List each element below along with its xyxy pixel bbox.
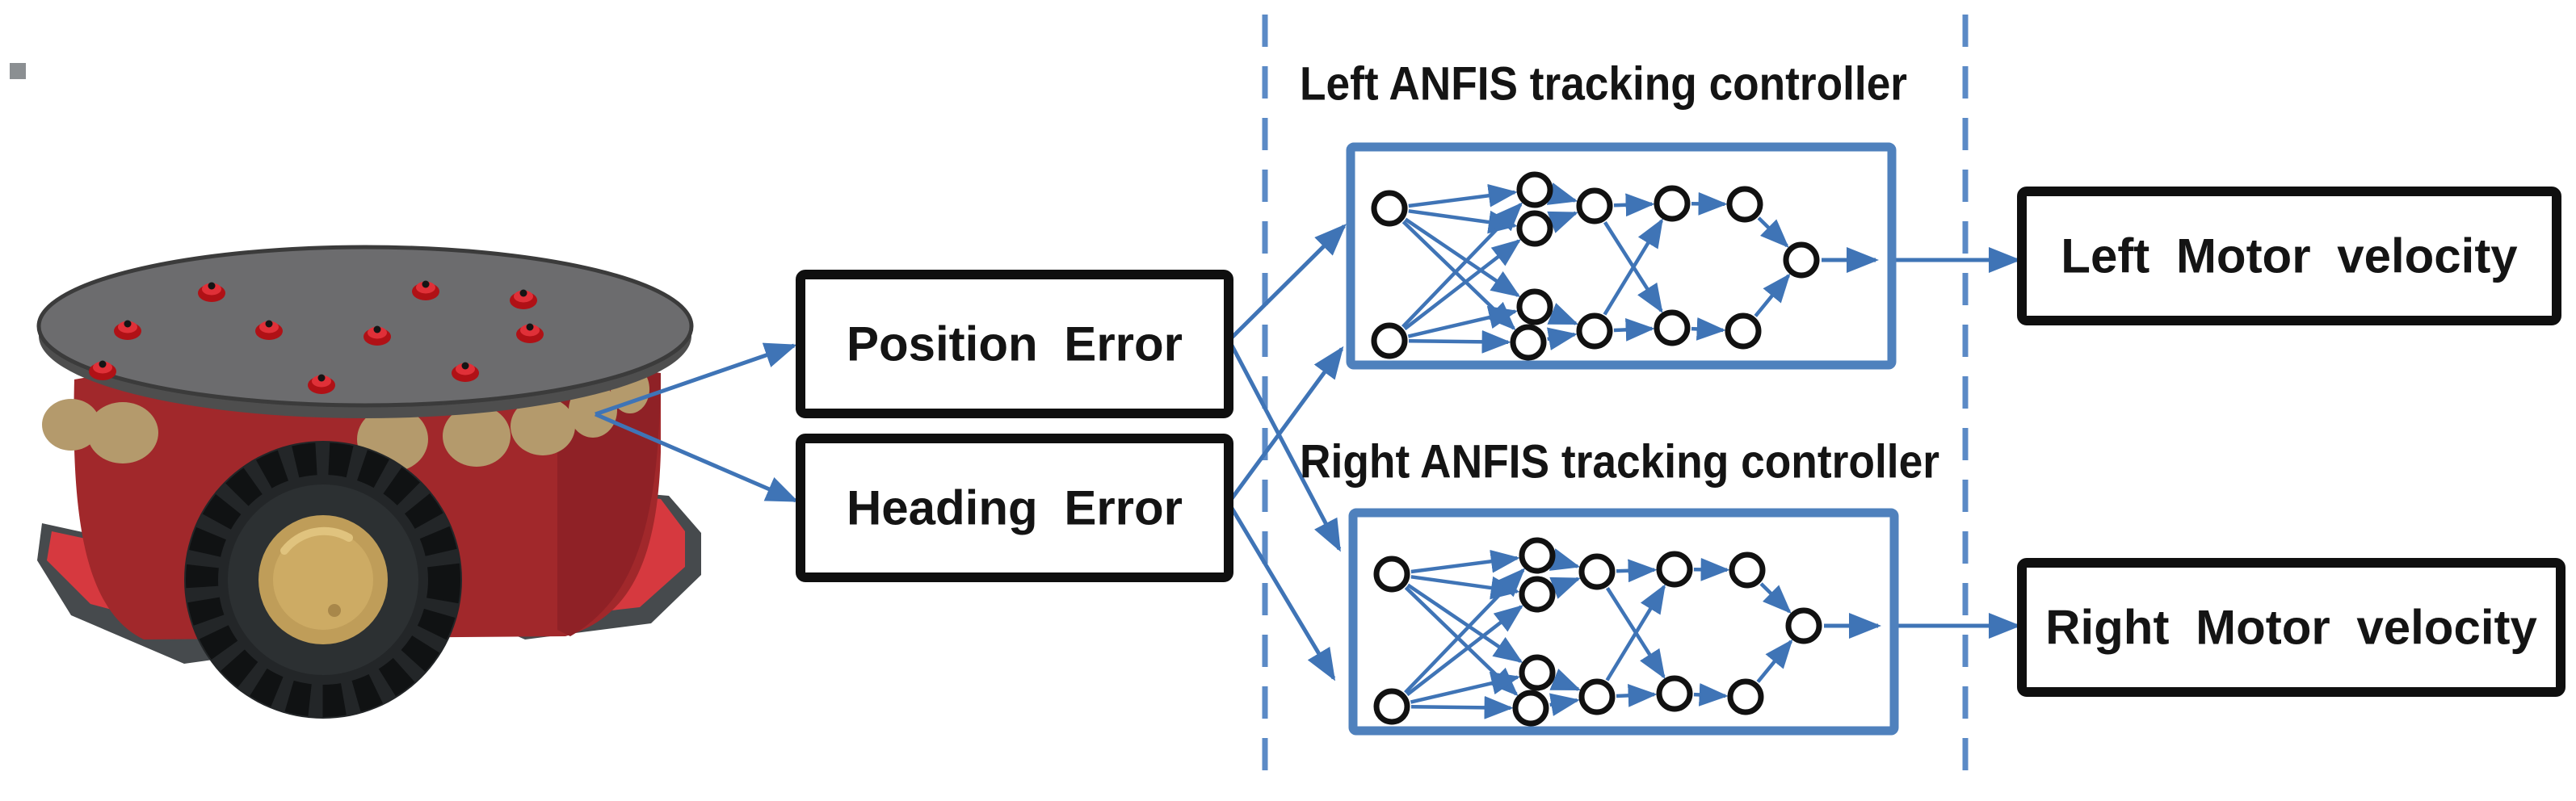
flow-arrow-heading-error-to-right-net <box>1228 504 1336 681</box>
flow-arrow-heading-error-to-left-net <box>1228 346 1344 502</box>
anfis-node-in1 <box>1373 556 1410 593</box>
anfis-edge <box>1406 583 1523 663</box>
anfis-networks <box>1346 142 1899 736</box>
anfis-node-l3b <box>1576 312 1613 350</box>
anfis-edge <box>1605 584 1666 681</box>
anfis-edge <box>1406 605 1524 697</box>
right-anfis-title: Right ANFIS tracking controller <box>1300 436 1939 489</box>
heading-error: Heading Error <box>796 434 1233 582</box>
robot-top-plate <box>36 245 694 408</box>
anfis-node-l2c <box>1516 288 1553 325</box>
anfis-edge <box>1407 306 1519 338</box>
robot-wheel <box>184 441 462 719</box>
anfis-edge <box>1616 684 1658 707</box>
anfis-edge <box>1549 669 1582 691</box>
anfis-edge <box>1401 202 1523 329</box>
anfis-edge <box>1410 672 1521 704</box>
anfis-node-in1 <box>1371 190 1408 227</box>
anfis-node-l3a <box>1578 553 1616 590</box>
anfis-node-in2 <box>1371 322 1408 359</box>
anfis-edge <box>1408 183 1518 208</box>
anfis-node-l5b <box>1725 312 1762 350</box>
anfis-edge <box>1757 216 1789 248</box>
anfis-edge <box>1613 193 1655 217</box>
anfis-node-l5a <box>1729 551 1766 589</box>
anfis-edge <box>1756 639 1793 683</box>
right-motor-velocity-label: Right Motor velocity <box>2045 601 2537 655</box>
anfis-node-l5b <box>1727 678 1764 715</box>
flow-arrow-robot-to-position-error <box>595 342 797 417</box>
anfis-edge <box>1404 217 1521 297</box>
anfis-node-l3b <box>1578 678 1616 715</box>
anfis-edge <box>1403 239 1522 331</box>
anfis-edge <box>1549 548 1581 571</box>
signal-flow-arrows <box>595 224 2021 681</box>
left-motor-velocity-label: Left Motor velocity <box>2061 229 2518 283</box>
position-error-border <box>796 270 1233 418</box>
anfis-edge <box>1616 559 1658 583</box>
anfis-node-l4b <box>1654 309 1691 346</box>
left-anfis-title: Left ANFIS tracking controller <box>1300 58 1907 111</box>
anfis-edge <box>1693 683 1729 707</box>
right-anfis-network <box>1348 508 1899 736</box>
anfis-edge <box>1546 182 1578 205</box>
position-error-label: Position Error <box>847 317 1183 371</box>
anfis-edge <box>1603 218 1663 316</box>
flow-arrow-position-error-to-left-net <box>1229 224 1347 341</box>
anfis-node-in2 <box>1373 688 1410 725</box>
anfis-node-l2b <box>1519 576 1556 613</box>
stage-boundaries <box>1262 15 1969 790</box>
anfis-edge <box>1691 317 1726 341</box>
anfis-node-l2d <box>1512 690 1549 727</box>
left-anfis-network <box>1346 142 1897 370</box>
anfis-edge <box>1549 577 1581 599</box>
anfis-edge <box>1410 549 1520 574</box>
anfis-node-l3a <box>1576 187 1613 224</box>
render-artifact-speck <box>10 63 26 79</box>
left-motor-velocity: Left Motor velocity <box>2017 187 2561 325</box>
heading-error-border <box>796 434 1233 582</box>
flow-arrow-position-error-to-right-net <box>1228 341 1342 552</box>
anfis-node-out <box>1785 607 1822 644</box>
anfis-edge <box>1408 329 1511 354</box>
robot-image <box>10 63 701 719</box>
anfis-node-out <box>1783 241 1820 279</box>
anfis-node-l2c <box>1519 654 1556 691</box>
anfis-node-l4b <box>1656 675 1693 712</box>
anfis-node-l2b <box>1516 210 1553 247</box>
anfis-edge <box>1547 211 1578 233</box>
anfis-node-l2a <box>1516 171 1553 208</box>
anfis-node-l4a <box>1656 551 1693 588</box>
anfis-edge <box>1549 693 1580 716</box>
anfis-node-l4a <box>1654 185 1691 222</box>
anfis-edge <box>1613 318 1655 342</box>
right-motor-velocity-border <box>2017 558 2565 697</box>
anfis-edge <box>1546 327 1578 350</box>
position-error: Position Error <box>796 270 1233 418</box>
left-motor-velocity-border <box>2017 187 2561 325</box>
anfis-edge <box>1754 273 1791 317</box>
anfis-edge <box>1404 568 1526 694</box>
anfis-node-l2d <box>1510 324 1547 361</box>
heading-error-label: Heading Error <box>847 481 1183 535</box>
anfis-edge <box>1759 582 1792 614</box>
flow-arrow-robot-to-heading-error <box>595 412 799 503</box>
anfis-node-l5a <box>1726 186 1763 223</box>
anfis-edge <box>1547 303 1579 325</box>
anfis-node-l2a <box>1519 537 1556 574</box>
right-motor-velocity: Right Motor velocity <box>2017 558 2565 697</box>
